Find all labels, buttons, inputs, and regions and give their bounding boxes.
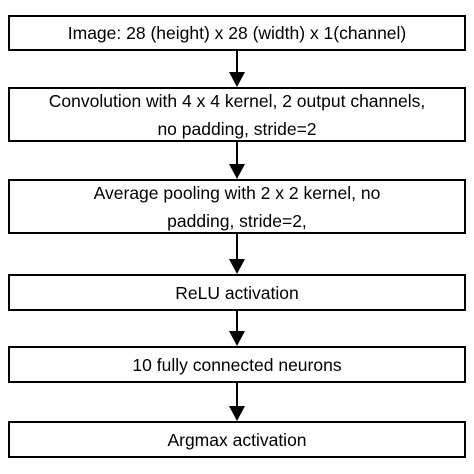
step-average-pooling: Average pooling with 2 x 2 kernel, no pa… [8,179,466,234]
arrow-5-head [229,406,245,421]
step-text-line: Convolution with 4 x 4 kernel, 2 output … [48,90,426,111]
arrow-2-head [229,164,245,179]
step-text-line: ReLU activation [175,282,299,303]
step-text-line: Argmax activation [167,429,307,450]
step-input-image: Image: 28 (height) x 28 (width) x 1(chan… [8,15,466,51]
step-argmax-activation: Argmax activation [8,421,466,458]
step-fully-connected: 10 fully connected neurons [8,346,466,383]
step-text-line: Average pooling with 2 x 2 kernel, no [93,182,381,203]
step-text-line: no padding, stride=2 [157,118,317,139]
step-convolution: Convolution with 4 x 4 kernel, 2 output … [8,87,466,142]
step-text-line: 10 fully connected neurons [132,354,342,375]
step-relu-activation: ReLU activation [8,274,466,311]
arrow-4-head [229,331,245,346]
step-text-line: Image: 28 (height) x 28 (width) x 1(chan… [67,23,407,43]
arrow-3-head [229,259,245,274]
arrow-1-head [229,72,245,87]
step-text-line: padding, stride=2, [167,210,307,231]
